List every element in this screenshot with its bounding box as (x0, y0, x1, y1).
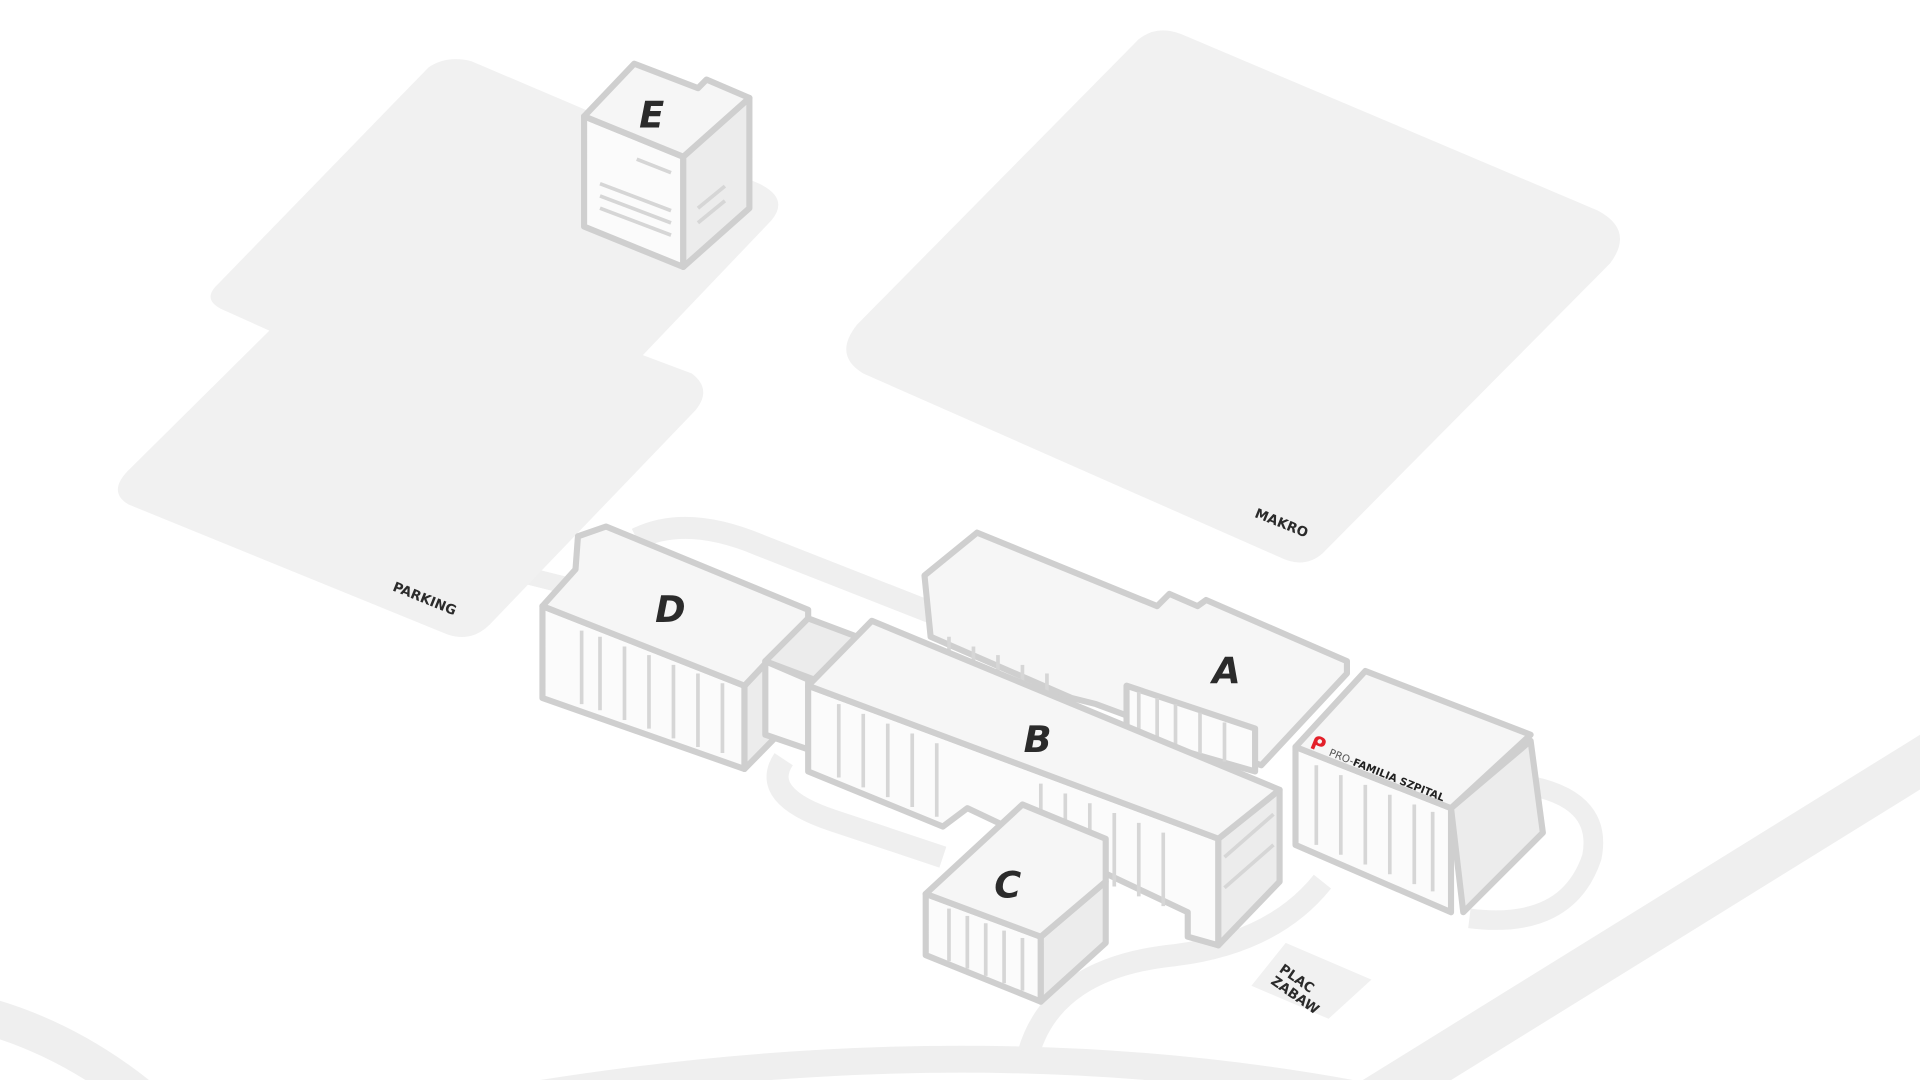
building-e-label: E (639, 93, 664, 136)
roads (0, 516, 1920, 1080)
playground (1251, 942, 1372, 1019)
building-a[interactable]: A (921, 529, 1350, 775)
building-d-label: D (655, 588, 685, 631)
building-c[interactable]: C (922, 801, 1109, 1005)
building-a-label: A (1209, 649, 1240, 692)
building-c-label: C (994, 864, 1021, 907)
building-e[interactable]: E (581, 60, 753, 270)
building-hospital-wing[interactable]: ᑭ PRO-FAMILIA SZPITAL (1292, 667, 1546, 916)
building-b-label: B (1024, 718, 1052, 761)
makro-lot (846, 30, 1620, 563)
